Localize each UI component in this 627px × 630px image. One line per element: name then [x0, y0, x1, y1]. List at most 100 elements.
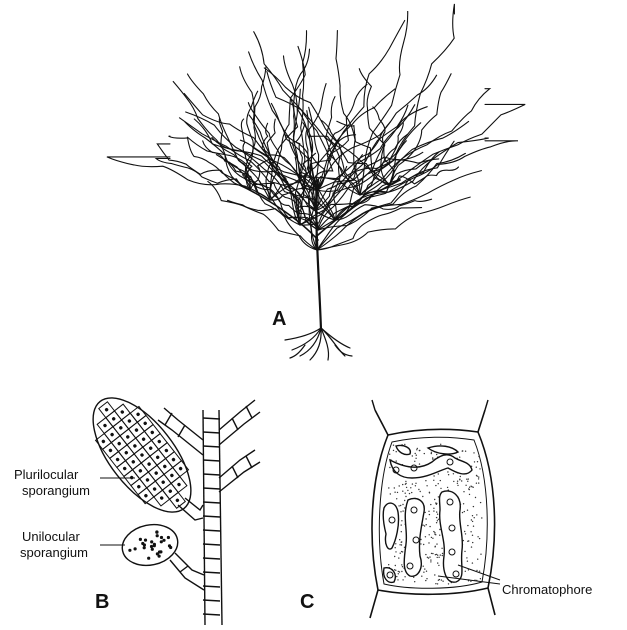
- filament-cell-wall: [203, 530, 220, 531]
- spore: [128, 549, 131, 552]
- spore: [143, 543, 146, 546]
- locule: [164, 468, 180, 484]
- chromatophore-top-left: [396, 445, 410, 454]
- spore: [160, 540, 163, 543]
- filament-cell-wall: [203, 446, 220, 447]
- locule: [133, 463, 149, 479]
- locule: [157, 459, 173, 475]
- locule: [122, 413, 138, 429]
- locule: [148, 465, 164, 481]
- spore: [153, 543, 156, 546]
- panel-c-cell-illustration: [370, 400, 500, 618]
- plant-holdfast: [285, 328, 352, 360]
- label-chromatophore: Chromatophore: [502, 582, 592, 597]
- panel-b-letter: B: [95, 591, 109, 613]
- locule: [143, 440, 159, 456]
- spore: [162, 539, 165, 542]
- chromatophore-top: [390, 455, 472, 478]
- locule: [117, 461, 133, 477]
- main-filament: [203, 410, 222, 625]
- plant-frond: [390, 4, 454, 185]
- locule: [159, 443, 175, 459]
- side-branch-mid-right: [219, 450, 260, 492]
- filament-cell-wall: [203, 432, 220, 433]
- locule: [162, 483, 178, 499]
- locule: [170, 492, 186, 508]
- spore: [134, 547, 137, 550]
- filament-cell-wall: [203, 418, 220, 419]
- locule: [154, 490, 170, 506]
- spore: [150, 545, 153, 548]
- locule: [141, 456, 157, 472]
- locule: [120, 429, 136, 445]
- locule: [129, 422, 145, 438]
- spore: [155, 530, 158, 533]
- spore: [147, 557, 150, 560]
- plurilocular-sporangium: [75, 382, 209, 529]
- chromatophore-top-right: [428, 446, 458, 454]
- spore: [151, 548, 154, 551]
- locule: [130, 406, 146, 422]
- filament-cell-wall: [203, 502, 220, 503]
- locule: [147, 481, 163, 497]
- side-branch-upper-right: [219, 400, 260, 445]
- filament-cell-wall: [203, 488, 220, 489]
- cell-wall-right: [478, 410, 495, 615]
- filament-cells: [203, 418, 220, 615]
- adjacent-cell-top-right: [485, 400, 488, 410]
- plant-frond: [173, 82, 250, 191]
- locule: [144, 425, 160, 441]
- cell-wall-top: [388, 429, 478, 435]
- filament-cell-wall: [203, 474, 220, 475]
- spore: [168, 544, 171, 547]
- plant-frond: [390, 74, 451, 185]
- spore: [156, 534, 159, 537]
- cell-wall-bottom: [378, 588, 488, 594]
- adjacent-cell-top-left: [372, 400, 375, 410]
- locule: [136, 431, 152, 447]
- plant-frond: [390, 104, 525, 185]
- unilocular-spores: [128, 530, 172, 559]
- locule: [110, 452, 126, 468]
- plant-frond: [156, 159, 250, 191]
- panel-b-filament-illustration: [75, 382, 260, 625]
- locule: [138, 488, 154, 504]
- locule: [125, 454, 141, 470]
- spore: [160, 536, 163, 539]
- spore: [158, 555, 161, 558]
- filament-cell-wall: [203, 544, 220, 545]
- plant-frond: [318, 107, 427, 230]
- label-unilocular-line2: sporangium: [20, 545, 88, 560]
- filament-cell-wall: [203, 572, 220, 573]
- locule: [114, 404, 130, 420]
- chromatophore-bottom-left: [384, 568, 396, 583]
- locule: [171, 477, 187, 493]
- locule: [155, 474, 171, 490]
- chromatophores: [383, 445, 472, 582]
- locule: [111, 436, 127, 452]
- label-plurilocular-line1: Plurilocular: [14, 467, 79, 482]
- locule: [97, 418, 113, 434]
- label-unilocular-line1: Unilocular: [22, 529, 80, 544]
- filament-cell-wall: [203, 516, 220, 517]
- locule: [104, 427, 120, 443]
- spore: [158, 550, 161, 553]
- locule: [113, 420, 129, 436]
- spore: [143, 546, 146, 549]
- panel-c-letter: C: [300, 591, 314, 613]
- label-plurilocular-line2: sporangium: [22, 483, 90, 498]
- filament-cell-wall: [203, 586, 220, 587]
- panel-a-plant-illustration: [107, 4, 525, 360]
- filament-cell-wall: [203, 460, 220, 461]
- locule: [106, 411, 122, 427]
- locule: [99, 402, 115, 418]
- filament-cell-wall: [203, 600, 220, 601]
- locule: [134, 447, 150, 463]
- spore: [139, 538, 142, 541]
- locule: [150, 449, 166, 465]
- locule: [118, 445, 134, 461]
- filament-cell-wall: [203, 558, 220, 559]
- locule: [127, 438, 143, 454]
- spore: [167, 536, 170, 539]
